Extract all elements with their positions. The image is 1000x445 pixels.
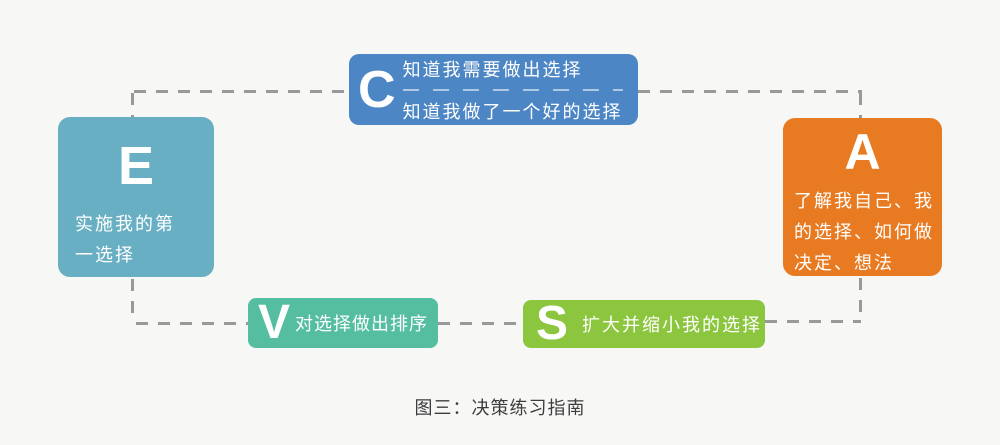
node-s-text: 扩大并缩小我的选择 — [582, 315, 763, 335]
connector-v-to-e-vertical — [131, 279, 134, 323]
node-e-text: 实施我的第 一选择 — [75, 214, 175, 265]
connector-v-to-e-horizontal — [136, 322, 248, 325]
connector-c-to-a-horizontal — [638, 90, 862, 93]
node-c-line2: 知道我做了一个好的选择 — [402, 101, 623, 122]
node-c-line1: 知道我需要做出选择 — [402, 59, 583, 80]
figure-caption: 图三：决策练习指南 — [414, 398, 586, 418]
node-v-text: 对选择做出排序 — [295, 314, 429, 334]
connector-a-to-s-vertical — [859, 278, 862, 321]
connector-a-to-s-horizontal — [765, 320, 861, 323]
connector-e-to-c-horizontal — [134, 90, 349, 93]
node-e-letter: E — [117, 136, 155, 196]
connector-s-to-v-horizontal — [438, 322, 523, 325]
node-c-text-block: 知道我需要做出选择 知道我做了一个好的选择 — [402, 56, 639, 124]
node-s-expand-narrow-choices: S 扩大并缩小我的选择 — [523, 300, 765, 348]
node-c-know-choices: C 知道我需要做出选择 知道我做了一个好的选择 — [349, 54, 638, 125]
node-s-letter: S — [536, 297, 569, 350]
node-a-letter: A — [844, 124, 881, 180]
node-a-text: 了解我自己、我 的选择、如何做 决定、想法 — [794, 191, 934, 273]
node-v-rank-choices: V 对选择做出排序 — [248, 298, 438, 348]
node-c-divider-dashed-line — [402, 88, 623, 91]
node-a-understand-self: A 了解我自己、我 的选择、如何做 决定、想法 — [783, 118, 942, 276]
node-e-implement-choice: E 实施我的第 一选择 — [58, 117, 214, 277]
connector-e-to-c-vertical — [131, 93, 134, 117]
node-c-letter: C — [358, 60, 396, 119]
node-v-letter: V — [258, 296, 291, 349]
connector-c-to-a-vertical — [859, 93, 862, 118]
